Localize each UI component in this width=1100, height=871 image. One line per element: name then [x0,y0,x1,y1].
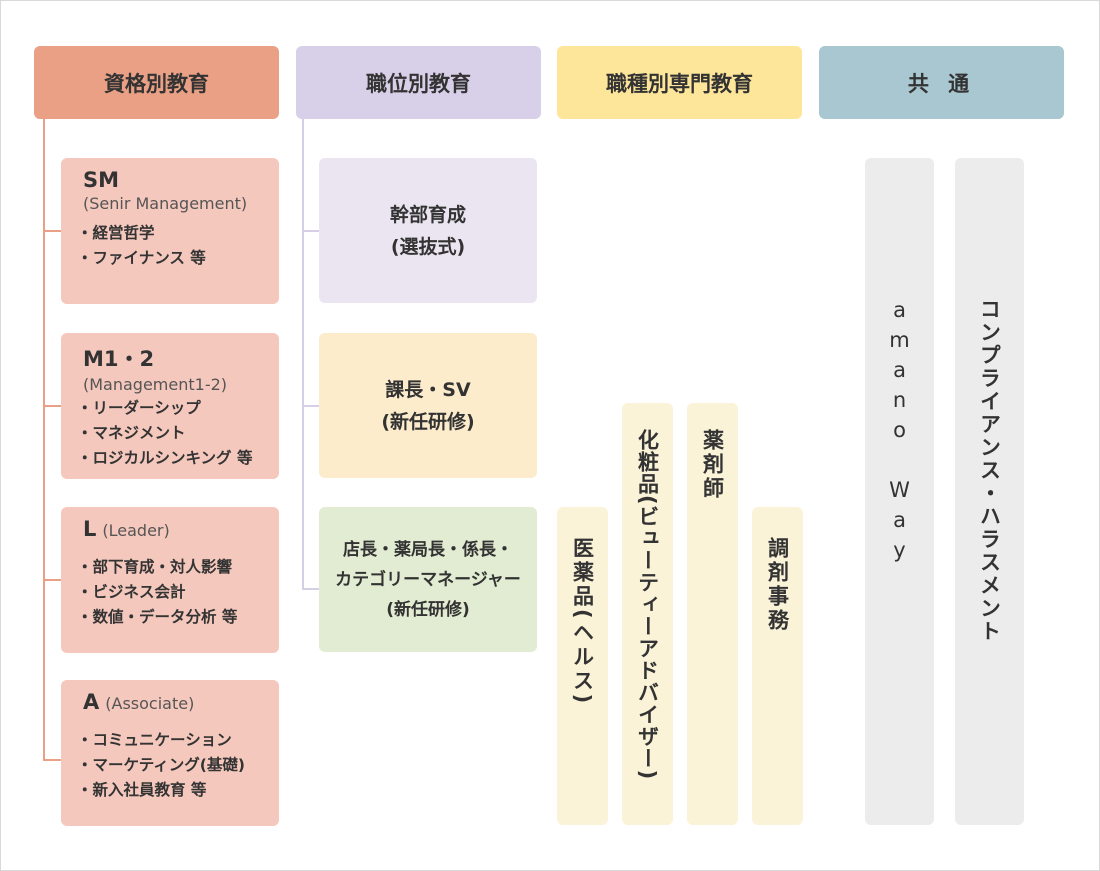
occupation-column-pharma: 医薬品(ヘルス) [557,507,608,825]
qualification-title-text: L [83,517,97,541]
position-label: (新任研修) [381,410,475,433]
qualification-title-text: A [83,690,100,714]
position-label: カテゴリーマネージャー [335,569,521,590]
qualification-title: SM [83,168,120,192]
qualification-title: A (Associate) [83,690,279,714]
list-item: ロジカルシンキング 等 [77,446,279,471]
header-qualification: 資格別教育 [34,46,279,119]
qualification-connector-branch [43,579,61,581]
common-label: コンプライアンス・ハラスメント [977,298,1002,643]
position-label: 店長・薬局長・係長・ [343,539,513,560]
list-item: 数値・データ分析 等 [77,605,279,630]
qualification-subtitle: (Leader) [102,521,170,540]
position-connector-branch [302,588,319,590]
occupation-label: 薬剤師 [700,429,725,501]
qualification-subtitle: (Management1-2) [83,375,228,394]
position-connector-trunk [302,118,304,590]
qualification-connector-branch [43,230,61,232]
position-box-manager: 課長・SV (新任研修) [319,333,537,478]
position-label: 課長・SV [385,378,471,401]
qualification-connector-trunk [43,118,45,761]
header-position: 職位別教育 [296,46,541,119]
position-label: (選抜式) [390,235,466,258]
qualification-subtitle: (Associate) [105,694,195,713]
list-item: リーダーシップ [77,396,279,421]
list-item: マーケティング(基礎) [77,753,279,778]
list-item: 経営哲学 [77,221,279,246]
position-box-executive: 幹部育成 (選抜式) [319,158,537,303]
list-item: ビジネス会計 [77,580,279,605]
qualification-box-a: A (Associate) コミュニケーション マーケティング(基礎) 新入社員教… [61,680,279,826]
qualification-box-m: M1・2 (Management1-2) リーダーシップ マネジメント ロジカル… [61,333,279,479]
position-label: 幹部育成 [389,203,466,226]
list-item: 新入社員教育 等 [77,778,279,803]
list-item: 部下育成・対人影響 [77,555,279,580]
qualification-connector-branch [43,405,61,407]
occupation-column-dispensing-clerk: 調剤事務 [752,507,803,825]
list-item: コミュニケーション [77,728,279,753]
common-label: amano Way [887,298,912,568]
list-item: マネジメント [77,421,279,446]
qualification-connector-branch [43,759,61,761]
occupation-label: 調剤事務 [765,537,790,633]
header-common: 共 通 [819,46,1064,119]
occupation-column-cosmetics: 化粧品(ビューティーアドバイザー) [622,403,673,825]
qualification-box-l: L (Leader) 部下育成・対人影響 ビジネス会計 数値・データ分析 等 [61,507,279,653]
qualification-box-sm: SM (Senir Management) 経営哲学 ファイナンス 等 [61,158,279,304]
occupation-label: 化粧品(ビューティーアドバイザー) [635,429,660,781]
position-connector-branch [302,230,319,232]
qualification-title: M1・2 [83,347,155,371]
qualification-subtitle: (Senir Management) [83,194,248,213]
list-item: ファイナンス 等 [77,246,279,271]
common-column-compliance: コンプライアンス・ハラスメント [955,158,1024,825]
header-occupation: 職種別専門教育 [557,46,802,119]
position-connector-branch [302,405,319,407]
position-box-store-manager: 店長・薬局長・係長・ カテゴリーマネージャー (新任研修) [319,507,537,652]
position-label: (新任研修) [386,599,470,620]
common-column-amano-way: amano Way [865,158,934,825]
occupation-column-pharmacist: 薬剤師 [687,403,738,825]
occupation-label: 医薬品(ヘルス) [570,537,595,707]
qualification-title: L (Leader) [83,517,279,541]
